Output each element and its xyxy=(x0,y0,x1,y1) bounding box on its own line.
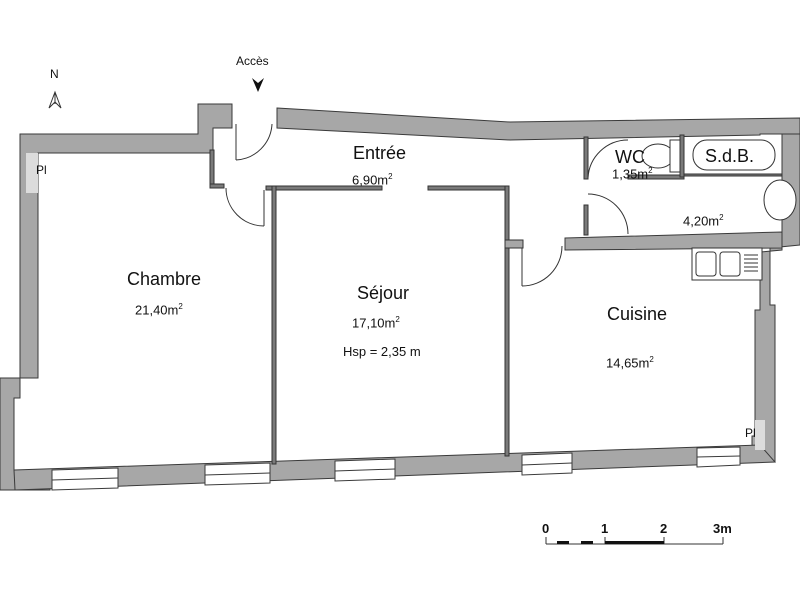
room-area-sejour: 17,10m2 xyxy=(352,315,400,331)
pl-patch-left xyxy=(26,153,38,193)
room-area-sdb: 4,20m2 xyxy=(683,213,724,229)
room-area-cuisine: 14,65m2 xyxy=(606,355,654,371)
access-arrow-icon xyxy=(252,78,264,92)
room-name-entree: Entrée xyxy=(353,143,407,163)
wall-top xyxy=(276,107,800,141)
room-area-entree: 6,90m2 xyxy=(352,172,393,188)
north-label: N xyxy=(50,67,59,81)
pl-mark-right: Pl xyxy=(745,426,756,440)
room-name-cuisine: Cuisine xyxy=(607,304,668,324)
ceiling-height-note: Hsp = 2,35 m xyxy=(343,344,421,359)
scale-tick-1: 1 xyxy=(601,521,609,536)
pl-patch-right xyxy=(755,420,765,450)
pl-mark-left: Pl xyxy=(36,163,47,177)
north-arrow-icon xyxy=(48,90,62,109)
room-area-wc: 1,35m2 xyxy=(612,166,653,182)
room-area-chambre: 21,40m2 xyxy=(135,302,183,318)
access-label: Accès xyxy=(236,54,269,68)
room-name-sdb: S.d.B. xyxy=(705,146,755,166)
scale-tick-3: 3m xyxy=(713,521,732,536)
room-name-chambre: Chambre xyxy=(127,269,202,289)
room-name-wc: WC xyxy=(615,147,645,167)
wall-kitchen-top xyxy=(564,231,783,251)
wall-top-left xyxy=(19,103,233,379)
scale-bar xyxy=(545,537,724,545)
scale-tick-2: 2 xyxy=(660,521,668,536)
scale-tick-0: 0 xyxy=(542,521,550,536)
room-name-sejour: Séjour xyxy=(357,283,410,303)
